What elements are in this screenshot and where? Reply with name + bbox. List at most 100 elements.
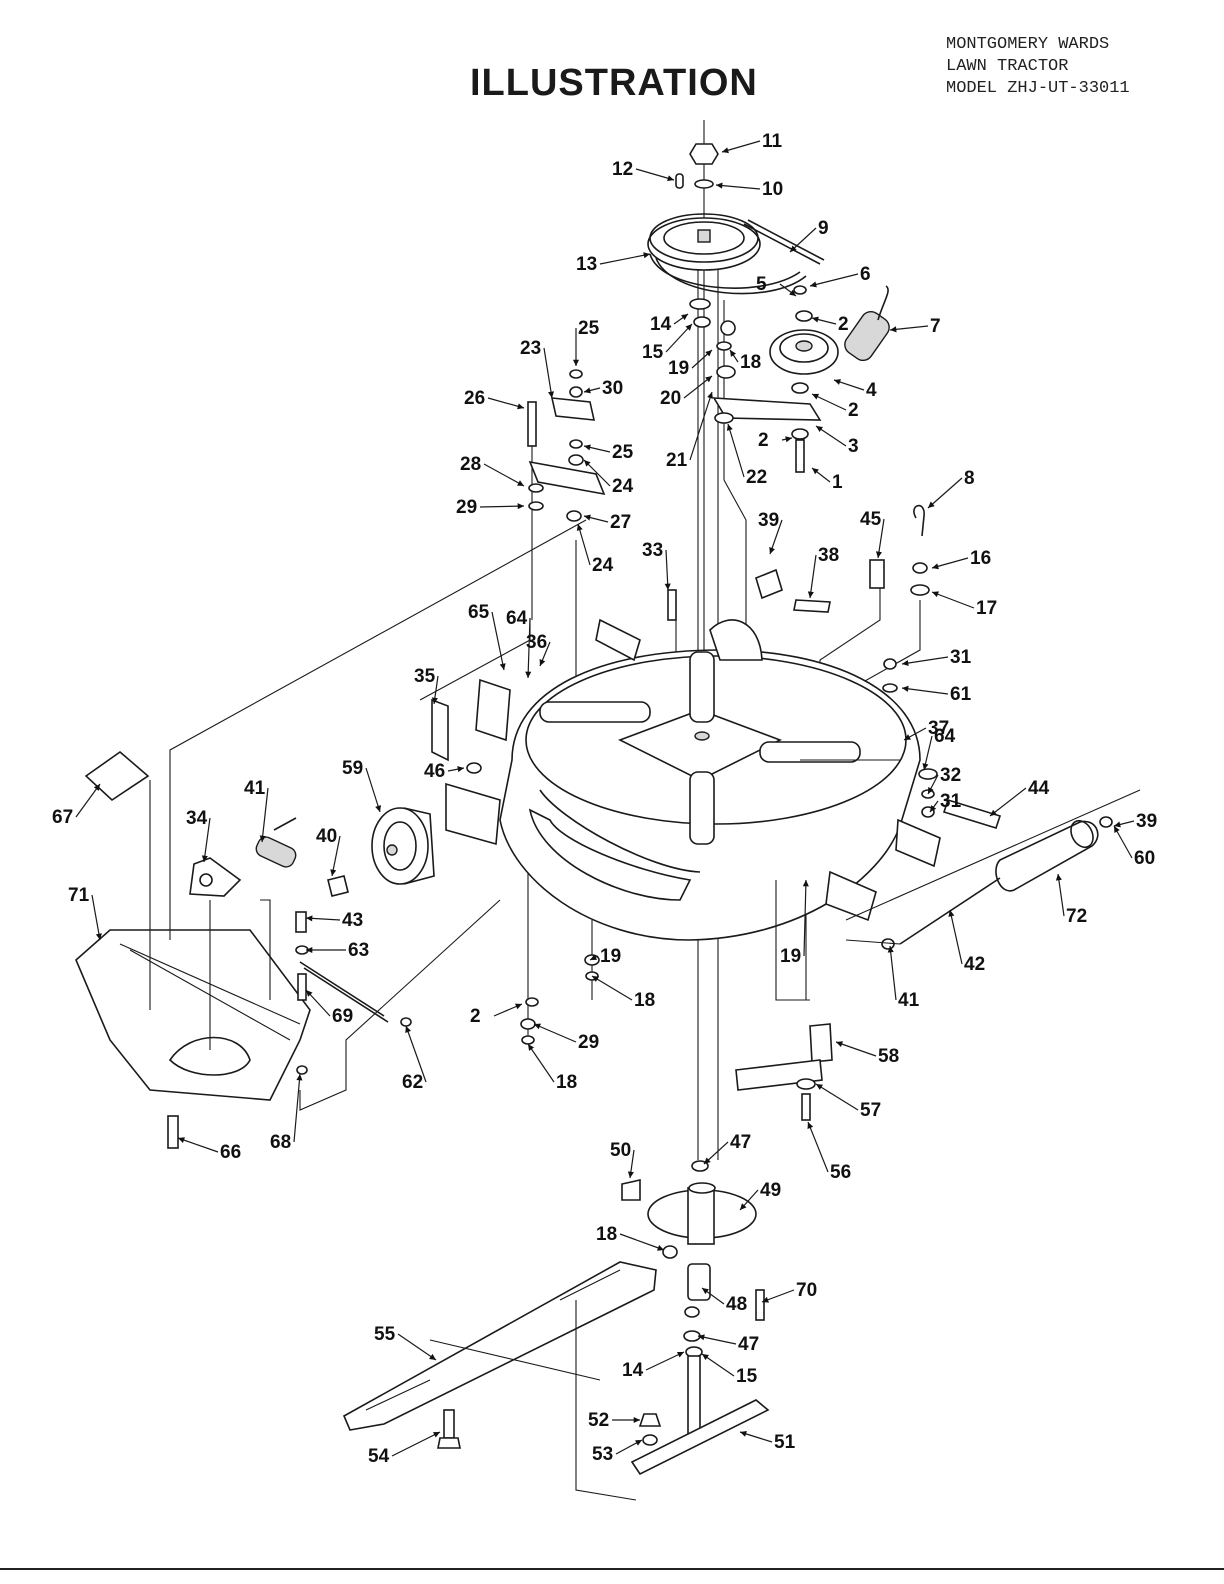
arrowhead [539,659,546,666]
leader-line [645,1351,685,1371]
bottom-rule [0,1568,1224,1570]
part-number-label: 29 [578,1032,599,1053]
leader-line [877,518,885,559]
callout-64: 64 [506,608,532,679]
arrowhead [592,976,599,982]
callout-44: 44 [989,778,1050,817]
arrowhead [431,697,438,704]
callout-57: 57 [815,1083,881,1121]
leader-line [397,1333,437,1361]
callout-64: 64 [922,726,956,771]
arrowhead [836,1041,843,1047]
extension-spring-7 [844,285,890,362]
part-number-label: 50 [610,1140,631,1161]
part-number-label: 47 [730,1132,751,1153]
arrowhead [875,551,882,558]
bracket-23 [550,369,596,421]
part-number-label: 35 [414,666,436,687]
part-number-label: 44 [1028,778,1050,799]
arrowhead [769,547,775,554]
deck-hanger-brackets [431,618,941,922]
part-number-label: 57 [860,1100,881,1121]
arrowhead [685,324,692,331]
arrowhead [178,1137,185,1143]
callout-68: 68 [270,1073,303,1153]
arrowhead [306,946,313,954]
part-number-label: 65 [468,602,490,623]
part-number-label: 38 [818,545,839,566]
idler-pulley-4 [769,329,839,375]
arrowhead [904,734,911,740]
arrowhead [677,1351,684,1358]
part-number-label: 3 [848,436,859,457]
callout-6: 6 [809,264,871,288]
callout-52: 52 [588,1410,640,1431]
arrowhead [627,1171,634,1178]
part-number-label: 21 [666,450,688,471]
arrowhead [705,376,712,383]
arrowhead [1055,874,1062,881]
part-number-label: 14 [622,1360,644,1381]
callout-21: 21 [666,391,713,471]
callout-56: 56 [807,1121,851,1183]
part-number-label: 36 [526,632,547,653]
callout-59: 59 [342,758,381,813]
callout-60: 60 [1113,825,1155,869]
small-hardware-idler [689,285,813,424]
part-number-label: 31 [950,647,972,668]
arrowhead [657,1244,664,1251]
arrowhead [517,403,524,410]
arrowhead [785,436,792,443]
leader-line [75,783,101,818]
callout-41: 41 [887,945,920,1011]
bracket-27 [527,401,606,522]
callout-15: 15 [642,323,693,363]
part-number-label: 18 [634,990,655,1011]
callout-18: 18 [596,1224,665,1251]
arrowhead [572,359,580,366]
arrowhead [762,1296,769,1303]
part-number-label: 61 [950,684,972,705]
callout-2: 2 [470,1003,523,1027]
callout-3: 3 [815,425,859,457]
callout-43: 43 [305,910,363,931]
callout-61: 61 [901,684,972,705]
callout-29: 29 [456,497,525,518]
blade-adapter-51 [630,1399,770,1476]
leader-line [577,523,591,566]
leader-line [527,1043,555,1083]
arrowhead [990,809,997,816]
callout-27: 27 [583,512,631,533]
callout-19: 19 [589,946,621,967]
leader-line [901,687,949,695]
part-number-label: 18 [740,352,761,373]
part-number-label: 31 [940,791,962,812]
leader-line [391,1431,441,1457]
leader-line [807,1121,829,1173]
part-number-label: 18 [596,1224,617,1245]
arrowhead [584,514,591,521]
leader-line [203,817,211,863]
callout-36: 36 [526,632,551,667]
callout-37: 37 [903,718,949,741]
part-number-label: 9 [818,218,829,239]
roller-40 [899,819,1099,945]
callout-20: 20 [660,375,713,409]
leader-line [479,505,525,508]
part-number-label: 8 [964,468,975,489]
decal-60 [84,750,150,802]
part-number-label: 15 [642,342,664,363]
leader-line [727,423,745,478]
arrowhead [816,426,823,433]
callout-34: 34 [186,808,211,863]
callout-47: 47 [697,1334,759,1355]
callout-46: 46 [424,761,465,782]
arrowhead [405,1026,411,1033]
arrowhead [890,326,897,333]
arrowhead [902,660,909,667]
part-number-label: 45 [860,509,882,530]
arrowhead [789,289,796,296]
chute-rod-63 [299,961,389,1023]
